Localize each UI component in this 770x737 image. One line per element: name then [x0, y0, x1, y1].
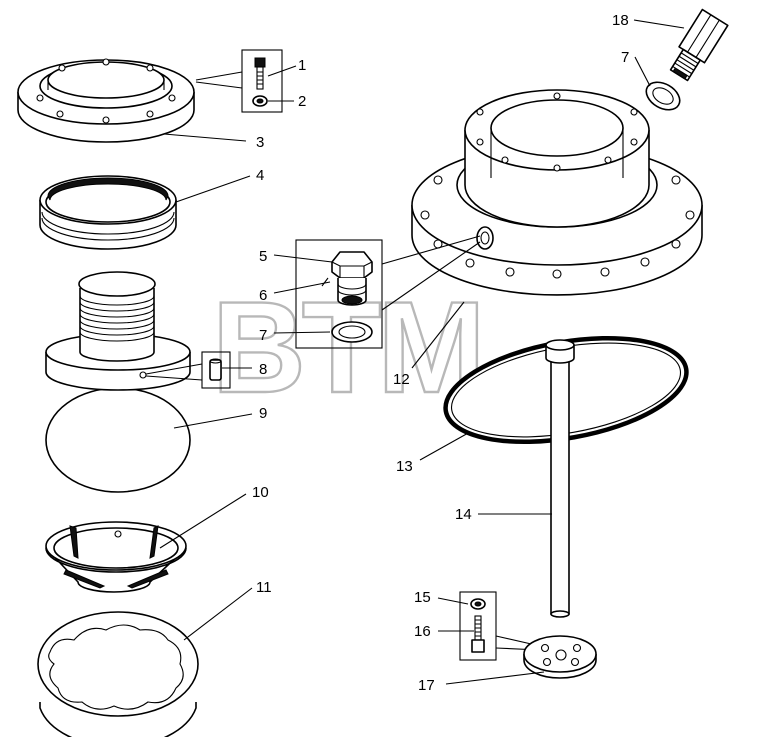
callout-7-top: 7 [621, 49, 629, 66]
callout-labels: 1 2 3 4 5 6 7 8 9 10 11 12 13 14 15 16 7… [252, 12, 629, 694]
part-11-shim-plate [37, 611, 199, 737]
callout-8: 8 [259, 361, 267, 378]
part-1-2-bolt-group [195, 49, 283, 113]
callout-4: 4 [256, 167, 264, 184]
callout-6: 6 [259, 287, 267, 304]
callout-13: 13 [396, 458, 413, 475]
part-10-cup [45, 521, 187, 593]
part-7-washer-top [645, 81, 681, 111]
part-12-housing [411, 89, 703, 296]
callout-12: 12 [393, 371, 410, 388]
callout-11: 11 [256, 579, 272, 596]
part-14-shaft [545, 339, 575, 618]
callout-2: 2 [298, 93, 306, 110]
part-18-fitting [669, 8, 729, 82]
callout-15: 15 [414, 589, 431, 606]
leader-lines [159, 19, 685, 685]
part-8-pin [145, 351, 231, 389]
callout-17: 17 [418, 677, 435, 694]
callout-5: 5 [259, 248, 267, 265]
callout-16: 16 [414, 623, 431, 640]
part-5-6-7-plug-group [295, 235, 481, 349]
callout-7: 7 [259, 327, 267, 344]
callout-3: 3 [256, 134, 264, 151]
part-4-seal-ring [39, 175, 177, 250]
part-3-flange [17, 58, 195, 143]
callout-14: 14 [455, 506, 472, 523]
callout-10: 10 [252, 484, 269, 501]
part-17-disc-plate [523, 635, 597, 679]
callout-18: 18 [612, 12, 629, 29]
callout-9: 9 [259, 405, 267, 422]
part-15-16-bolt-group [459, 591, 541, 661]
callout-1: 1 [298, 57, 306, 74]
part-9-ball-stud [45, 271, 191, 493]
